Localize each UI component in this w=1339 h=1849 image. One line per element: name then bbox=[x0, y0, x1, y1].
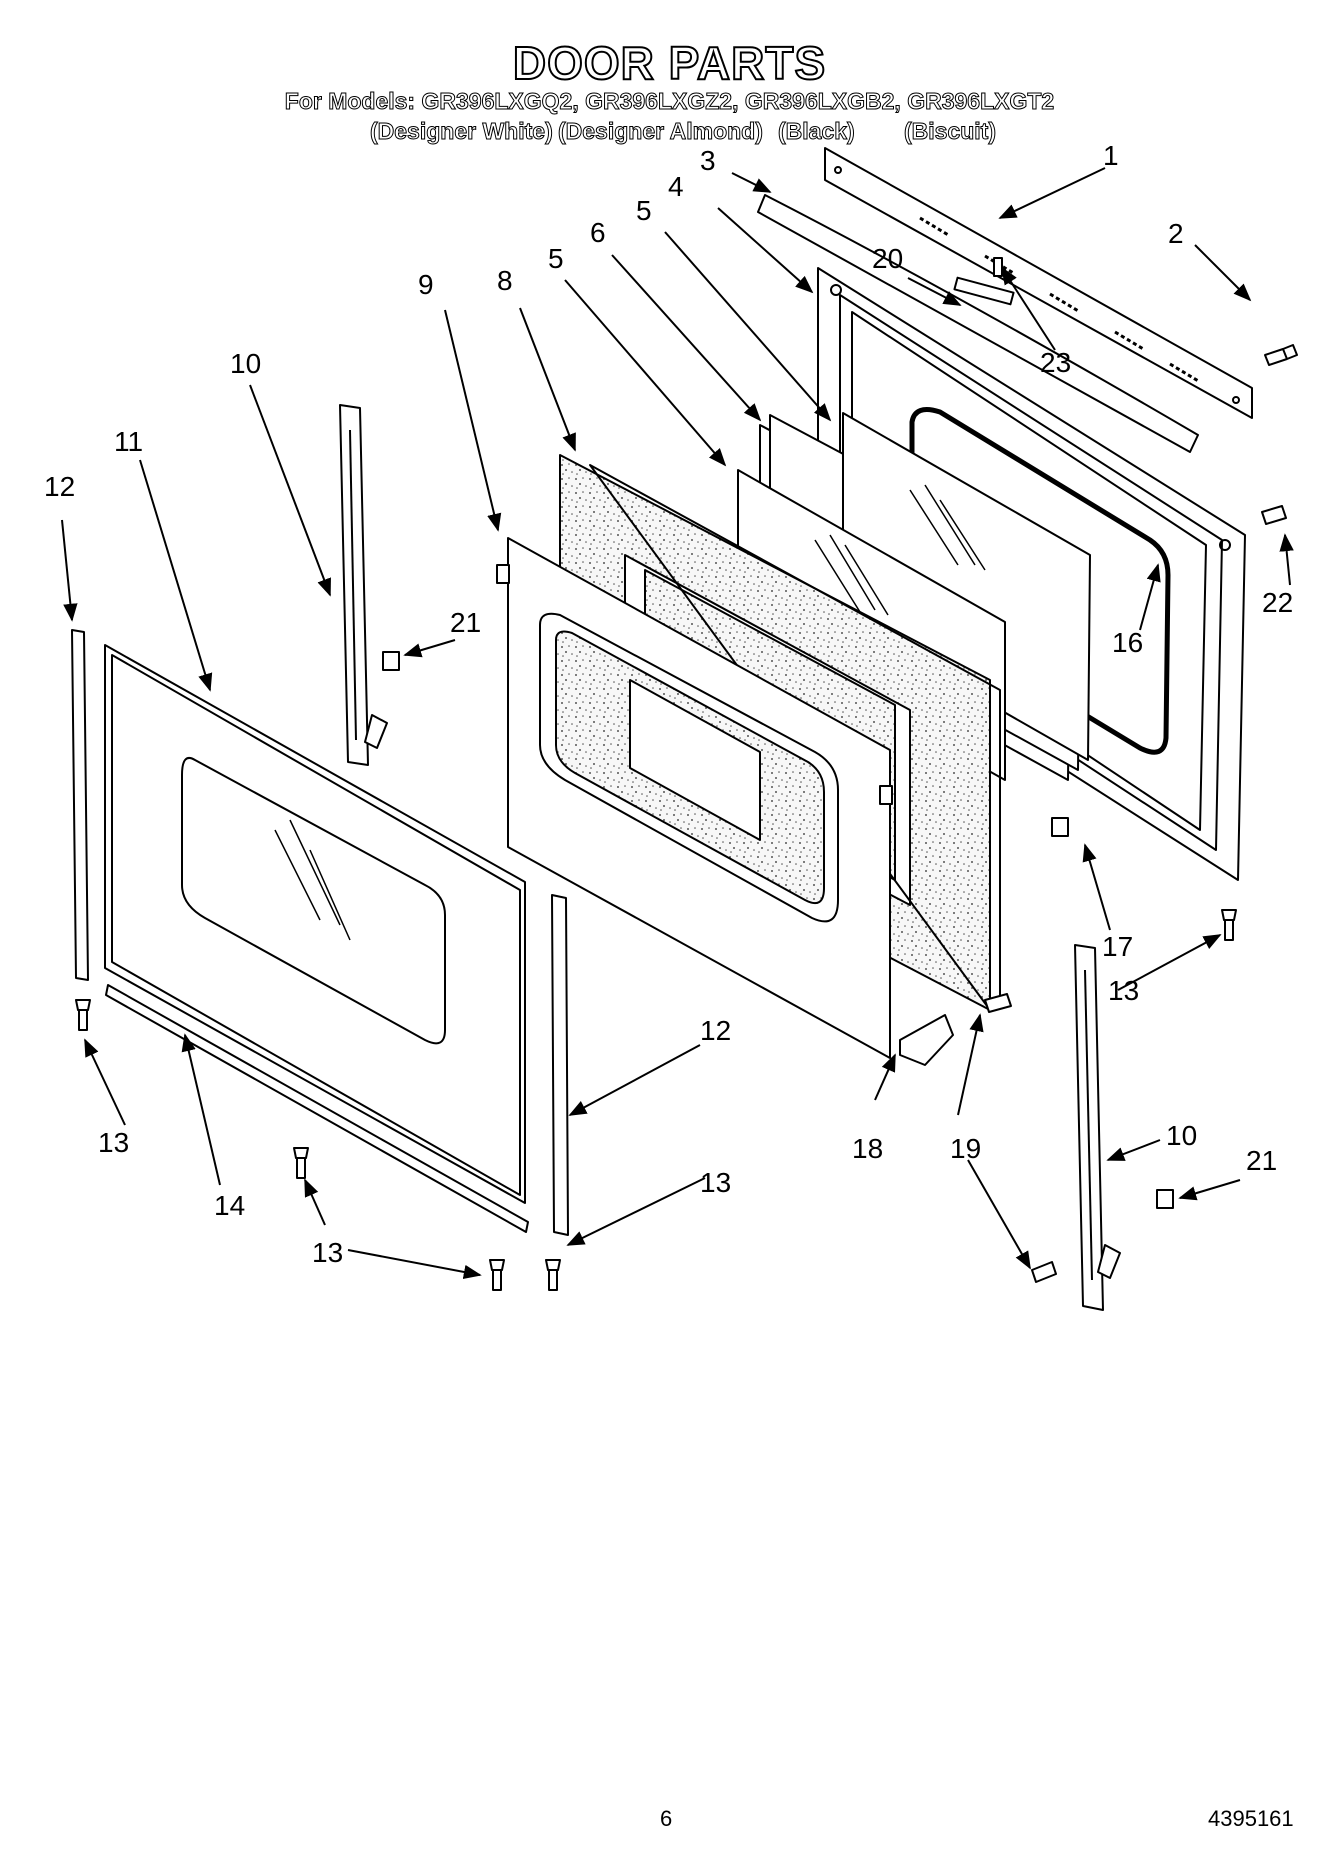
badge-screw-part bbox=[993, 257, 1003, 277]
callout-9: 9 bbox=[418, 269, 434, 300]
color-designer-almond: (Designer Almond) bbox=[558, 118, 764, 145]
color-black: (Black) bbox=[778, 118, 856, 145]
callout-22: 22 bbox=[1262, 587, 1293, 618]
inner-door-panel bbox=[496, 537, 893, 1059]
liner-screw bbox=[1261, 505, 1287, 525]
callout-21-right: 21 bbox=[1246, 1145, 1277, 1176]
callout-5-upper: 5 bbox=[636, 195, 652, 226]
document-number: 4395161 bbox=[1208, 1806, 1294, 1831]
callout-10-right: 10 bbox=[1166, 1120, 1197, 1151]
hinge-screw bbox=[1031, 1261, 1057, 1283]
callout-18: 18 bbox=[852, 1133, 883, 1164]
side-trim-right bbox=[551, 894, 569, 1236]
callout-14: 14 bbox=[214, 1190, 245, 1221]
callout-6: 6 bbox=[590, 217, 606, 248]
callout-12-right: 12 bbox=[700, 1015, 731, 1046]
model-list: For Models: GR396LXGQ2, GR396LXGZ2, GR39… bbox=[284, 88, 1055, 115]
callout-19: 19 bbox=[950, 1133, 981, 1164]
bracket-screw bbox=[984, 993, 1012, 1013]
callout-3: 3 bbox=[700, 145, 716, 176]
model-colors: (Designer White) (Designer Almond) (Blac… bbox=[0, 118, 1339, 148]
callout-13-left: 13 bbox=[98, 1127, 129, 1158]
callout-4: 4 bbox=[668, 171, 684, 202]
door-clip bbox=[1051, 817, 1069, 837]
callout-10-left: 10 bbox=[230, 348, 261, 379]
leader-lines bbox=[61, 167, 1294, 1280]
hinge-clip-left bbox=[382, 651, 400, 671]
hinge-clip-right bbox=[1156, 1189, 1174, 1209]
hinge-bracket bbox=[899, 1014, 954, 1066]
callout-13-center: 13 bbox=[700, 1167, 731, 1198]
callout-11: 11 bbox=[114, 426, 143, 457]
color-designer-white: (Designer White) bbox=[370, 118, 554, 145]
color-biscuit: (Biscuit) bbox=[904, 118, 997, 145]
callout-5-lower: 5 bbox=[548, 243, 564, 274]
badge-part bbox=[953, 276, 1015, 306]
door-screws bbox=[75, 909, 1237, 1291]
page-number: 6 bbox=[660, 1806, 673, 1831]
diagram-title: DOOR PARTS bbox=[512, 36, 827, 90]
trim-screw-part bbox=[1264, 344, 1298, 366]
callout-21-left: 21 bbox=[450, 607, 481, 638]
hinge-right bbox=[1074, 944, 1121, 1311]
callout-23: 23 bbox=[1040, 347, 1071, 378]
callout-16: 16 bbox=[1112, 627, 1143, 658]
callout-13-right: 13 bbox=[1108, 975, 1139, 1006]
door-handle-part bbox=[757, 194, 1199, 453]
bottom-trim bbox=[105, 984, 529, 1233]
callout-17: 17 bbox=[1102, 931, 1133, 962]
outer-door-panel bbox=[104, 644, 526, 1204]
callout-12-left: 12 bbox=[44, 471, 75, 502]
side-trim-left bbox=[71, 629, 89, 981]
callout-1: 1 bbox=[1103, 140, 1119, 171]
hinge-left bbox=[339, 404, 388, 766]
callout-13-bottom: 13 bbox=[312, 1237, 343, 1268]
callout-2: 2 bbox=[1168, 218, 1184, 249]
callout-20: 20 bbox=[872, 243, 903, 274]
callout-8: 8 bbox=[497, 265, 513, 296]
